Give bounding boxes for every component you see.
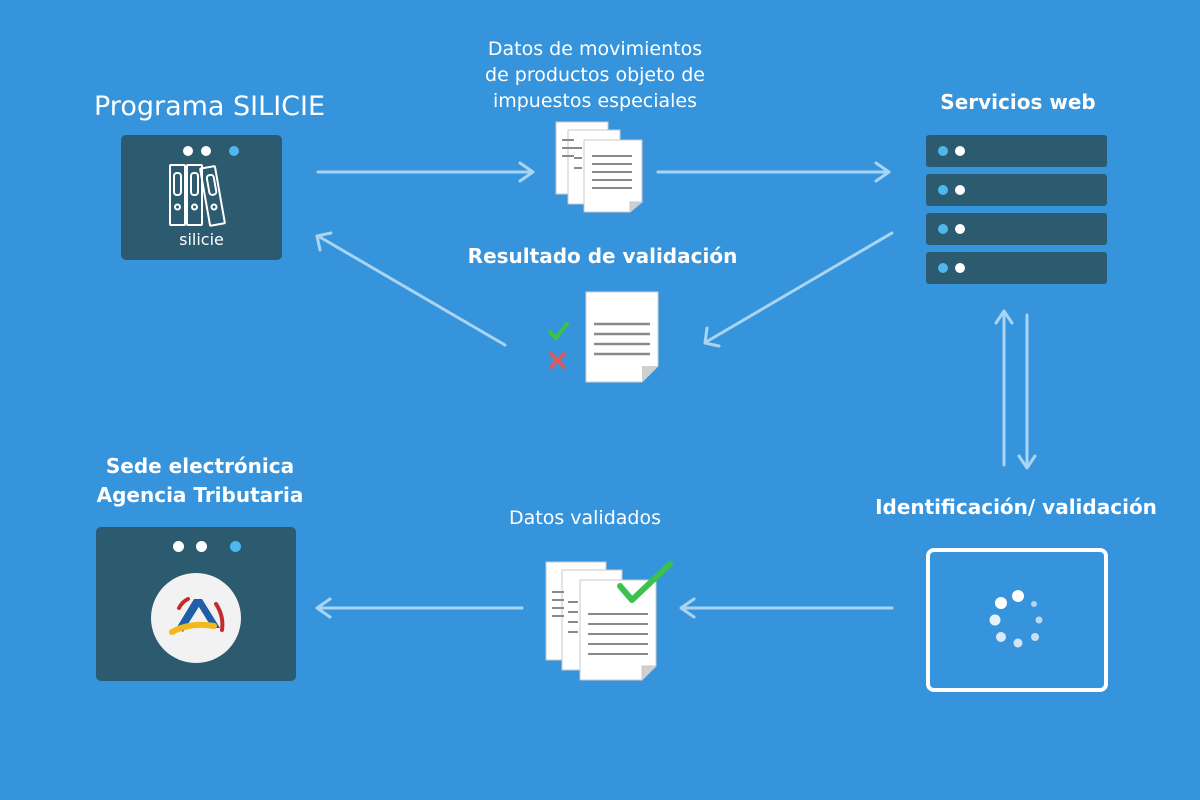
window-dot: [173, 541, 184, 552]
window-dot: [196, 541, 207, 552]
sede-electronica-label: Sede electrónica Agencia Tributaria: [80, 452, 320, 510]
datos-movimientos-label: Datos de movimientos de productos objeto…: [430, 36, 760, 114]
sede-electronica-window: [96, 527, 296, 681]
server-led: [955, 224, 965, 234]
identificacion-window: [926, 548, 1108, 692]
server-led: [938, 146, 948, 156]
binders-icon: [169, 164, 226, 227]
server-unit: [926, 252, 1107, 284]
server-led: [955, 263, 965, 273]
programa-silicie-label: Programa SILICIE: [94, 91, 326, 122]
window-dot: [183, 146, 193, 156]
arrow-resultado-to-silicie: [316, 234, 507, 347]
server-unit: [926, 174, 1107, 206]
document-check-cross-icon: [548, 291, 659, 383]
server-led: [955, 185, 965, 195]
window-dot: [230, 541, 241, 552]
agencia-tributaria-logo: [151, 573, 241, 663]
window-dot: [201, 146, 211, 156]
check-icon: [617, 561, 673, 603]
validated-documents-icon: [545, 561, 673, 682]
window-dot: [229, 146, 239, 156]
loading-spinner-icon: [989, 590, 1043, 648]
resultado-validacion-label: Resultado de validación: [467, 244, 738, 268]
datos-movimientos-line-3: impuestos especiales: [492, 90, 698, 112]
servicios-web-label: Servicios web: [940, 90, 1096, 114]
arrow-servicios-to-resultado: [704, 231, 894, 344]
silicie-app-window: silicie: [121, 135, 282, 260]
document-stack-icon: [555, 121, 644, 214]
identificacion-validacion-label: Identificación/ validación: [875, 495, 1157, 519]
server-led: [938, 224, 948, 234]
cross-icon: [549, 352, 566, 369]
server-led: [938, 263, 948, 273]
datos-movimientos-line-2: de productos objeto de: [485, 64, 705, 86]
silicie-logo-text: silicie: [179, 230, 224, 249]
check-icon: [548, 322, 569, 342]
server-led: [938, 185, 948, 195]
server-unit: [926, 135, 1107, 167]
sede-line-1: Sede electrónica: [105, 454, 295, 478]
sede-line-2: Agencia Tributaria: [96, 483, 304, 507]
datos-movimientos-line-1: Datos de movimientos: [487, 38, 703, 60]
datos-validados-label: Datos validados: [508, 507, 662, 529]
server-led: [955, 146, 965, 156]
server-unit: [926, 213, 1107, 245]
